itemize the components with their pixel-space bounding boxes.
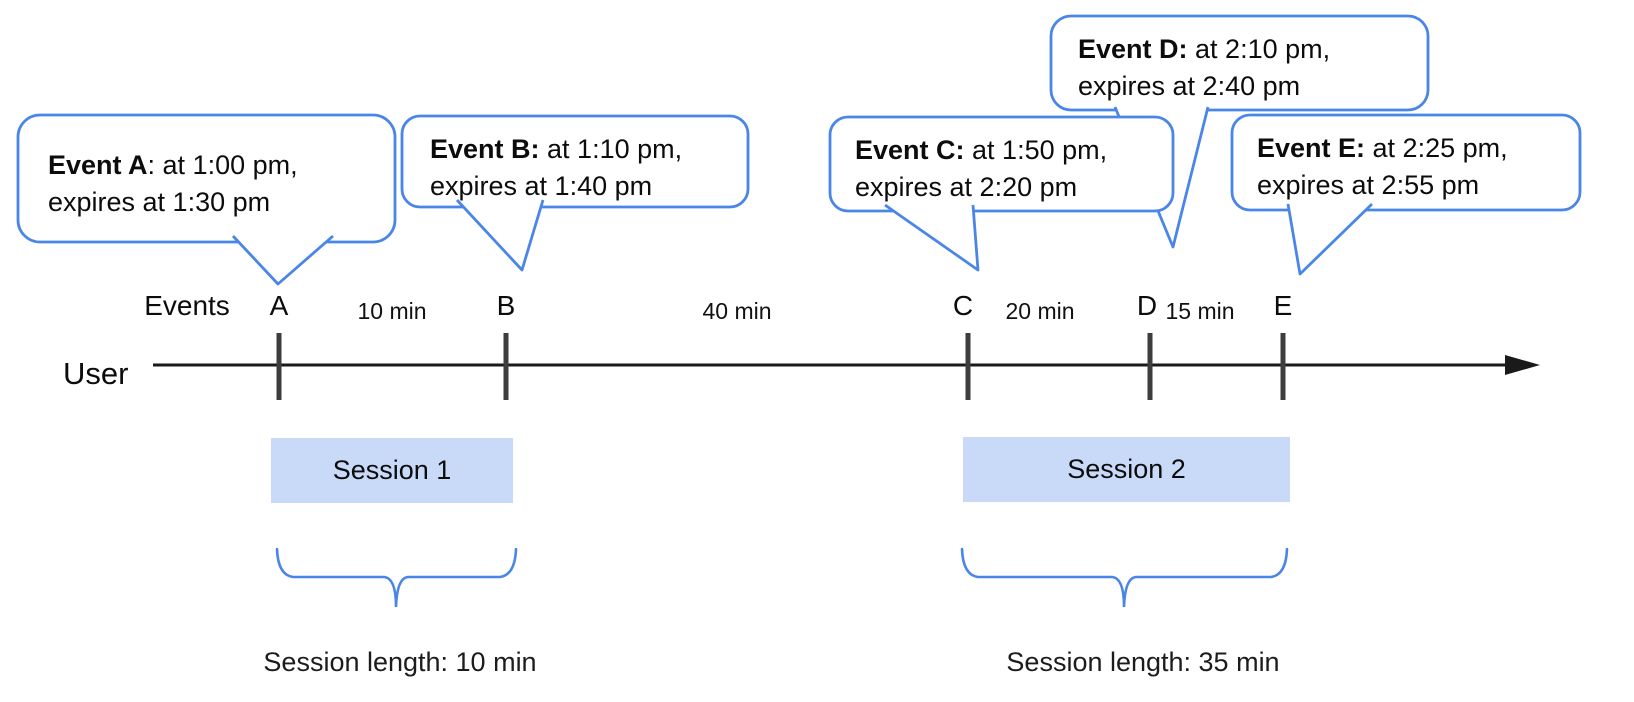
event-e-title: Event E: <box>1257 133 1366 163</box>
event-c-title: Event C: <box>855 135 965 165</box>
gap-label-a-b: 10 min <box>357 298 427 324</box>
gap-label-d-e: 15 min <box>1165 298 1235 324</box>
tick-label-c: C <box>952 290 974 321</box>
event-e-callout-tail <box>1286 202 1373 276</box>
event-a-title: Event A <box>48 150 148 180</box>
timeline-arrowhead <box>1505 355 1540 375</box>
tick-label-a: A <box>269 290 289 321</box>
event-d-time: at 2:10 pm, <box>1187 34 1331 64</box>
event-c-callout-tail <box>884 203 980 272</box>
event-a-callout-text: Event A: at 1:00 pm, expires at 1:30 pm <box>48 147 298 221</box>
event-a-time: : at 1:00 pm, <box>147 150 298 180</box>
tick-label-e: E <box>1273 290 1293 321</box>
event-b-expiry: expires at 1:40 pm <box>430 171 653 201</box>
session-1-box: Session 1 <box>271 438 513 503</box>
event-c-time: at 1:50 pm, <box>964 135 1108 165</box>
session-1-brace <box>275 547 518 608</box>
event-d-callout-tail <box>1113 106 1210 249</box>
session-1-label: Session 1 <box>332 455 452 485</box>
tick-label-b: B <box>496 290 516 321</box>
event-e-expiry: expires at 2:55 pm <box>1257 170 1480 200</box>
event-e-time: at 2:25 pm, <box>1365 133 1508 163</box>
user-lane-label: User <box>63 356 129 391</box>
event-b-time: at 1:10 pm, <box>539 134 683 164</box>
tick-label-d: D <box>1136 290 1158 321</box>
event-d-callout-text: Event D: at 2:10 pm, expires at 2:40 pm <box>1078 31 1330 105</box>
event-c-callout-text: Event C: at 1:50 pm, expires at 2:20 pm <box>855 132 1107 206</box>
event-b-callout-text: Event B: at 1:10 pm, expires at 1:40 pm <box>430 131 682 205</box>
event-d-title: Event D: <box>1078 34 1188 64</box>
events-axis-label: Events <box>144 290 230 321</box>
gap-label-b-c: 40 min <box>702 298 772 324</box>
session-2-label: Session 2 <box>1067 454 1186 484</box>
session-2-length-label: Session length: 35 min <box>1006 647 1280 677</box>
event-a-expiry: expires at 1:30 pm <box>48 187 271 217</box>
event-b-title: Event B: <box>430 134 540 164</box>
gap-label-c-d: 20 min <box>1005 298 1075 324</box>
event-d-expiry: expires at 2:40 pm <box>1078 71 1301 101</box>
event-b-callout-tail <box>455 199 545 272</box>
event-c-expiry: expires at 2:20 pm <box>855 172 1078 202</box>
session-2-box: Session 2 <box>963 437 1290 502</box>
session-1-length-label: Session length: 10 min <box>263 647 537 677</box>
session-2-brace <box>960 547 1289 608</box>
event-e-callout-text: Event E: at 2:25 pm, expires at 2:55 pm <box>1257 130 1508 204</box>
event-a-callout-tail <box>231 234 334 286</box>
